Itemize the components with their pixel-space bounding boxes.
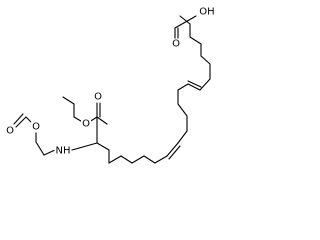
atom-label-ester-o-single: O xyxy=(82,119,90,130)
bond xyxy=(166,142,179,157)
bond xyxy=(62,96,75,105)
chemical-structure-drawing: OH O O O O O NH xyxy=(5,6,216,164)
bond xyxy=(187,80,202,88)
atom-label-background xyxy=(198,6,216,18)
bond xyxy=(15,116,27,128)
atom-label-background xyxy=(54,145,72,157)
atom-label-background xyxy=(171,38,182,50)
bond xyxy=(177,130,188,144)
atom-label-background xyxy=(93,91,104,103)
bond xyxy=(187,83,201,91)
bond xyxy=(177,103,188,117)
formic-acid xyxy=(174,15,197,41)
bond xyxy=(96,142,110,151)
bond xyxy=(154,155,168,164)
bond xyxy=(189,36,202,45)
bond xyxy=(108,155,122,164)
atom-label-ester-o-double: O xyxy=(94,92,102,103)
bond xyxy=(43,149,56,156)
atom-label-formic-o: O xyxy=(172,39,180,50)
bond xyxy=(96,116,108,125)
atom-label-ether-o: O xyxy=(32,122,40,133)
bond xyxy=(174,15,197,29)
bond xyxy=(177,83,189,91)
bond xyxy=(199,78,211,91)
bond xyxy=(200,55,211,65)
bond xyxy=(35,141,45,156)
bond xyxy=(13,113,24,125)
atom-label-background xyxy=(5,125,16,137)
bond xyxy=(131,155,145,164)
bond xyxy=(143,155,156,164)
atom-label-nh: NH xyxy=(56,146,71,157)
bond xyxy=(71,142,98,151)
bond xyxy=(168,145,181,160)
octadecadienyl-chain xyxy=(96,15,211,164)
bond xyxy=(179,15,191,25)
atom-label-formyl-o: O xyxy=(6,126,14,137)
atom-label-background xyxy=(81,118,92,130)
bond xyxy=(120,155,133,164)
atom-label-background xyxy=(31,121,42,133)
atom-labels: OH O O O O O NH xyxy=(5,6,216,157)
atom-label-oh: OH xyxy=(199,7,214,18)
